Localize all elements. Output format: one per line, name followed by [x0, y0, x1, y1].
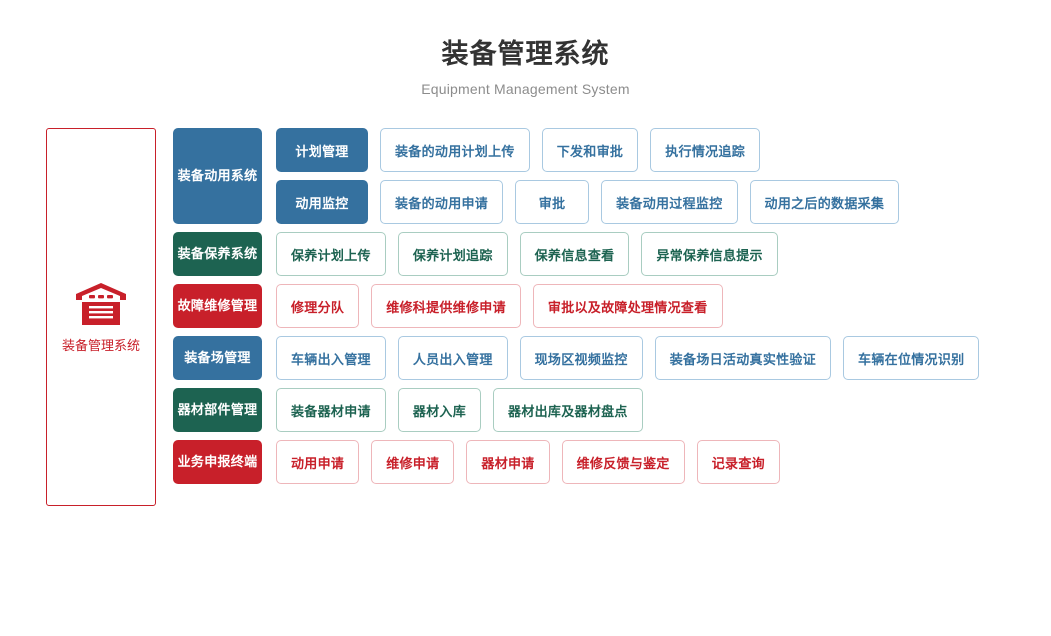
item-abnormal-care-alert[interactable]: 异常保养信息提示 [641, 232, 778, 276]
item-repair-request[interactable]: 维修申请 [371, 440, 455, 484]
system-category-parts-management[interactable]: 器材部件管理 [173, 388, 262, 432]
item-list-declaration-terminal: 动用申请 维修申请 器材申请 维修反馈与鉴定 记录查询 [276, 440, 780, 484]
system-row-parts-management: 器材部件管理 装备器材申请 器材入库 器材出库及器材盘点 [173, 388, 979, 432]
item-record-query[interactable]: 记录查询 [696, 440, 780, 484]
item-list-depot-management: 车辆出入管理 人员出入管理 现场区视频监控 装备场日活动真实性验证 车辆在位情况… [276, 336, 980, 380]
system-row-declaration-terminal: 业务申报终端 动用申请 维修申请 器材申请 维修反馈与鉴定 记录查询 [173, 440, 979, 484]
item-parts-request[interactable]: 器材申请 [466, 440, 550, 484]
item-execution-tracking[interactable]: 执行情况追踪 [650, 128, 761, 172]
item-row-parts-management: 装备器材申请 器材入库 器材出库及器材盘点 [276, 388, 643, 432]
subgroup-dispatch-monitoring: 动用监控 装备的动用申请 审批 装备动用过程监控 动用之后的数据采集 [276, 180, 900, 224]
item-daily-activity-verification[interactable]: 装备场日活动真实性验证 [654, 336, 832, 380]
system-category-equipment-dispatch[interactable]: 装备动用系统 [173, 128, 262, 224]
item-parts-outbound-and-inventory[interactable]: 器材出库及器材盘点 [493, 388, 643, 432]
subgroup-list-equipment-dispatch: 计划管理 装备的动用计划上传 下发和审批 执行情况追踪 动用监控 装备的动用申请… [276, 128, 900, 224]
subgroup-label-plan-management[interactable]: 计划管理 [276, 128, 368, 172]
system-row-equipment-dispatch: 装备动用系统 计划管理 装备的动用计划上传 下发和审批 执行情况追踪 动用监控 … [173, 128, 979, 224]
item-approval-and-fault-handling-view[interactable]: 审批以及故障处理情况查看 [532, 284, 723, 328]
page-header: 装备管理系统 Equipment Management System [0, 0, 1051, 97]
system-row-maintenance-care: 装备保养系统 保养计划上传 保养计划追踪 保养信息查看 异常保养信息提示 [173, 232, 979, 276]
system-category-maintenance-care[interactable]: 装备保养系统 [173, 232, 262, 276]
item-repair-unit[interactable]: 修理分队 [276, 284, 360, 328]
item-vehicle-presence-recognition[interactable]: 车辆在位情况识别 [843, 336, 980, 380]
item-care-plan-tracking[interactable]: 保养计划追踪 [397, 232, 508, 276]
item-repair-dept-request[interactable]: 维修科提供维修申请 [371, 284, 521, 328]
item-row-declaration-terminal: 动用申请 维修申请 器材申请 维修反馈与鉴定 记录查询 [276, 440, 780, 484]
page-subtitle: Equipment Management System [421, 81, 630, 98]
system-category-declaration-terminal[interactable]: 业务申报终端 [173, 440, 262, 484]
item-approval[interactable]: 审批 [515, 180, 590, 224]
item-vehicle-access-management[interactable]: 车辆出入管理 [276, 336, 386, 380]
subgroup-plan-management: 计划管理 装备的动用计划上传 下发和审批 执行情况追踪 [276, 128, 899, 172]
item-list-fault-repair: 修理分队 维修科提供维修申请 审批以及故障处理情况查看 [276, 284, 723, 328]
item-repair-feedback-and-appraisal[interactable]: 维修反馈与鉴定 [561, 440, 685, 484]
item-post-dispatch-data-collection[interactable]: 动用之后的数据采集 [749, 180, 900, 224]
item-dispatch-process-monitoring[interactable]: 装备动用过程监控 [601, 180, 738, 224]
subgroup-label-dispatch-monitoring[interactable]: 动用监控 [276, 180, 368, 224]
item-personnel-access-management[interactable]: 人员出入管理 [397, 336, 508, 380]
subgroup-list-parts-management: 装备器材申请 器材入库 器材出库及器材盘点 [276, 388, 643, 432]
item-parts-inbound[interactable]: 器材入库 [397, 388, 482, 432]
system-row-fault-repair: 故障维修管理 修理分队 维修科提供维修申请 审批以及故障处理情况查看 [173, 284, 979, 328]
warehouse-icon [74, 281, 128, 327]
item-row-fault-repair: 修理分队 维修科提供维修申请 审批以及故障处理情况查看 [276, 284, 723, 328]
system-category-depot-management[interactable]: 装备场管理 [173, 336, 262, 380]
system-category-fault-repair[interactable]: 故障维修管理 [173, 284, 262, 328]
item-equipment-parts-request[interactable]: 装备器材申请 [276, 388, 386, 432]
subgroup-list-depot-management: 车辆出入管理 人员出入管理 现场区视频监控 装备场日活动真实性验证 车辆在位情况… [276, 336, 980, 380]
item-plan-upload[interactable]: 装备的动用计划上传 [380, 128, 530, 172]
item-list-parts-management: 装备器材申请 器材入库 器材出库及器材盘点 [276, 388, 643, 432]
system-row-depot-management: 装备场管理 车辆出入管理 人员出入管理 现场区视频监控 装备场日活动真实性验证 … [173, 336, 980, 380]
item-care-info-view[interactable]: 保养信息查看 [519, 232, 630, 276]
item-issue-and-approve[interactable]: 下发和审批 [541, 128, 639, 172]
item-list-dispatch-monitoring: 装备的动用申请 审批 装备动用过程监控 动用之后的数据采集 [368, 180, 900, 224]
root-system-label: 装备管理系统 [61, 337, 140, 353]
item-dispatch-request[interactable]: 动用申请 [276, 440, 360, 484]
item-row-depot-management: 车辆出入管理 人员出入管理 现场区视频监控 装备场日活动真实性验证 车辆在位情况… [276, 336, 980, 380]
item-dispatch-application[interactable]: 装备的动用申请 [380, 180, 504, 224]
subgroup-list-maintenance-care: 保养计划上传 保养计划追踪 保养信息查看 异常保养信息提示 [276, 232, 778, 276]
item-list-maintenance-care: 保养计划上传 保养计划追踪 保养信息查看 异常保养信息提示 [276, 232, 778, 276]
system-rows: 装备动用系统 计划管理 装备的动用计划上传 下发和审批 执行情况追踪 动用监控 … [173, 128, 980, 484]
item-row-maintenance-care: 保养计划上传 保养计划追踪 保养信息查看 异常保养信息提示 [276, 232, 778, 276]
system-architecture-diagram: 装备管理系统 装备动用系统 计划管理 装备的动用计划上传 下发和审批 执行情况追… [46, 128, 980, 506]
root-system-panel[interactable]: 装备管理系统 [46, 128, 156, 506]
subgroup-list-fault-repair: 修理分队 维修科提供维修申请 审批以及故障处理情况查看 [276, 284, 723, 328]
subgroup-list-declaration-terminal: 动用申请 维修申请 器材申请 维修反馈与鉴定 记录查询 [276, 440, 780, 484]
item-care-plan-upload[interactable]: 保养计划上传 [276, 232, 386, 276]
page-title: 装备管理系统 [441, 39, 610, 69]
item-list-plan-management: 装备的动用计划上传 下发和审批 执行情况追踪 [368, 128, 761, 172]
item-onsite-video-monitoring[interactable]: 现场区视频监控 [519, 336, 643, 380]
